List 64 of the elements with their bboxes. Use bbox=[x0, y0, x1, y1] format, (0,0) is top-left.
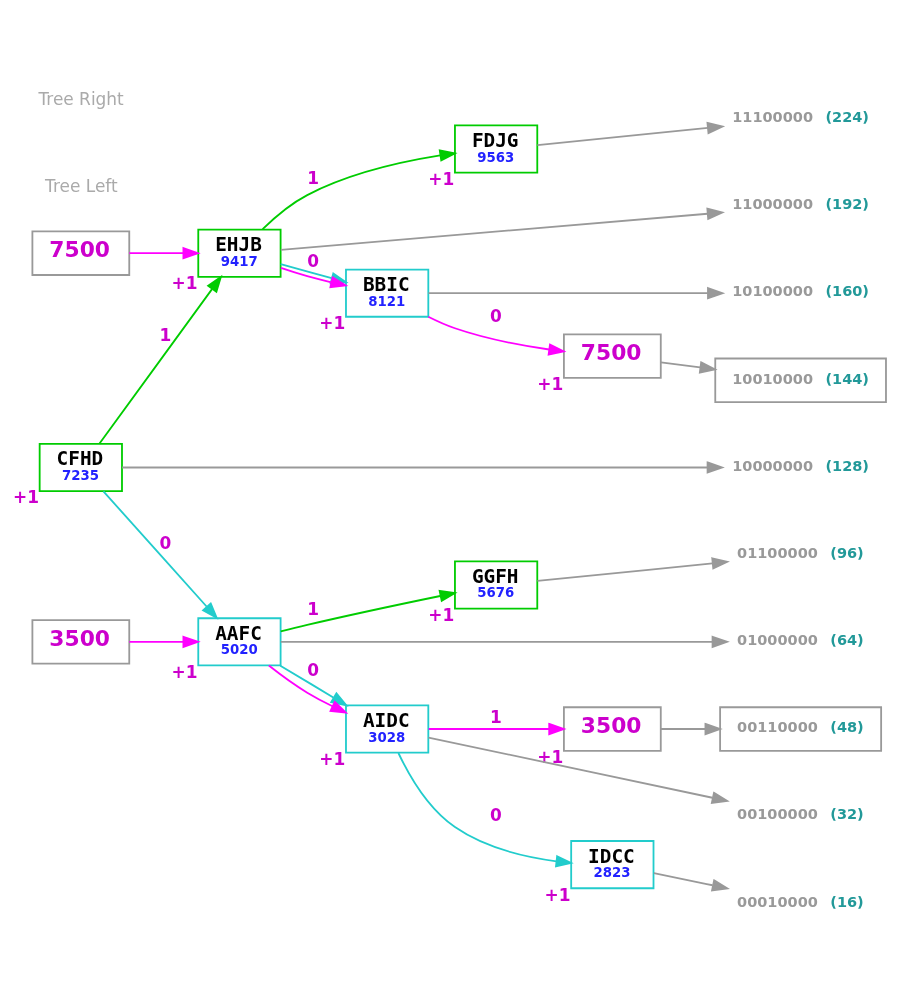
node-text: 11100000 (224) bbox=[732, 108, 870, 125]
node-label: +1 bbox=[171, 272, 198, 293]
arrow bbox=[98, 274, 223, 445]
edge-label: 1 bbox=[159, 324, 172, 345]
edge-label: 1 bbox=[307, 167, 320, 188]
edge-label: 0 bbox=[490, 804, 502, 825]
node-text: 11000000 (192) bbox=[732, 195, 870, 212]
arrow bbox=[536, 121, 726, 146]
arrow bbox=[121, 460, 725, 474]
edge-label: 0 bbox=[490, 305, 502, 326]
node-box: 3500 bbox=[31, 618, 131, 665]
node-box: 00110000 (48) bbox=[719, 705, 883, 752]
arrow bbox=[397, 751, 574, 867]
node-box: 10010000 (144) bbox=[714, 357, 887, 403]
node-box: AIDC 3028 bbox=[345, 704, 430, 754]
arrow bbox=[102, 489, 219, 620]
node-box: FDJG 9563 bbox=[454, 124, 539, 174]
node-box: EHJB 9417 bbox=[197, 228, 282, 278]
node-text: 10000000 (128) bbox=[732, 457, 870, 474]
node-label: +1 bbox=[319, 748, 346, 769]
node-text: 10100000 (160) bbox=[732, 282, 870, 299]
arrow bbox=[279, 664, 349, 707]
arrow bbox=[536, 556, 730, 582]
node-box: 3500 bbox=[563, 705, 662, 752]
edge-label: 1 bbox=[307, 598, 320, 619]
node-label: +1 bbox=[544, 884, 571, 905]
node-box: 7500 bbox=[31, 230, 131, 276]
arrow bbox=[279, 589, 458, 632]
edge-label: 0 bbox=[307, 659, 320, 680]
node-text: 00010000 (16) bbox=[737, 893, 864, 910]
node-box: CFHD 7235 bbox=[38, 442, 123, 492]
arrow bbox=[128, 634, 201, 648]
node-label: +1 bbox=[428, 168, 455, 189]
label: Tree Left bbox=[45, 175, 118, 196]
node-text: 01100000 (96) bbox=[737, 544, 864, 561]
node-box: GGFH 5676 bbox=[454, 559, 539, 609]
node-box: IDCC 2823 bbox=[570, 839, 655, 889]
label: Tree Right bbox=[38, 88, 124, 109]
node-label: +1 bbox=[13, 486, 40, 507]
node-box: BBIC 8121 bbox=[345, 268, 430, 318]
node-label: +1 bbox=[537, 746, 564, 767]
node-label: +1 bbox=[537, 373, 564, 394]
arrow bbox=[427, 315, 567, 356]
node-text: 00100000 (32) bbox=[737, 805, 864, 822]
node-box: 7500 bbox=[563, 332, 662, 379]
arrow bbox=[279, 634, 730, 648]
arrow bbox=[427, 286, 726, 299]
arrow bbox=[427, 736, 730, 804]
node-box: AAFC 5020 bbox=[197, 616, 282, 666]
edge-label: 0 bbox=[307, 250, 320, 271]
arrow bbox=[267, 664, 349, 714]
arrow bbox=[427, 722, 567, 735]
arrow bbox=[653, 871, 730, 891]
arrow bbox=[660, 360, 718, 374]
arrow bbox=[128, 246, 201, 260]
edge-label: 1 bbox=[490, 706, 502, 727]
node-label: +1 bbox=[171, 661, 198, 682]
node-label: +1 bbox=[319, 312, 346, 333]
edge-label: 0 bbox=[159, 532, 172, 553]
arrow bbox=[261, 148, 458, 230]
arrow bbox=[279, 206, 725, 251]
node-text: 01000000 (64) bbox=[737, 631, 864, 648]
node-label: +1 bbox=[428, 604, 455, 625]
arrow bbox=[660, 722, 723, 735]
